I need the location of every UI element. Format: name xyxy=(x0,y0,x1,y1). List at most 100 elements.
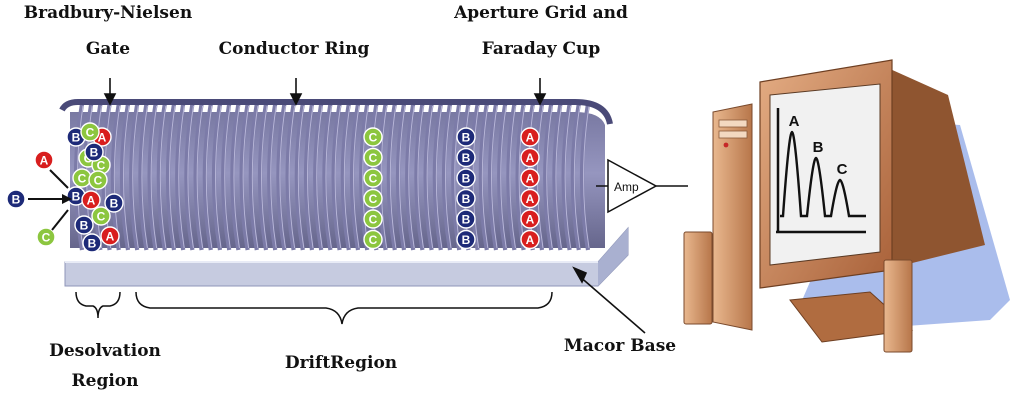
conductor-ring-highlight xyxy=(178,105,185,249)
svg-text:B: B xyxy=(80,218,89,232)
svg-text:A: A xyxy=(526,233,535,247)
spectrum-plot: ABC xyxy=(776,108,866,234)
conductor-ring-highlight xyxy=(141,105,148,249)
conductor-ring-highlight xyxy=(509,105,516,249)
svg-text:A: A xyxy=(526,192,535,206)
speaker-right xyxy=(883,259,913,353)
conductor-ring-highlight xyxy=(132,105,139,249)
conductor-ring xyxy=(561,103,572,251)
svg-text:B: B xyxy=(462,130,471,144)
svg-text:B: B xyxy=(12,192,21,206)
label-gate: Bradbury-Nielsen Gate xyxy=(8,0,208,62)
label-drift-region: DriftRegion xyxy=(284,353,398,373)
conductor-ring xyxy=(211,103,223,251)
conductor-ring xyxy=(405,103,416,251)
computer: ABC xyxy=(683,59,1010,353)
conductor-ring xyxy=(129,103,140,251)
ion-b: B xyxy=(456,188,476,209)
ion-a: A xyxy=(100,226,120,246)
svg-text:A: A xyxy=(98,130,107,144)
ion-c: C xyxy=(363,188,383,209)
label-aperture-line1: Aperture Grid and xyxy=(454,3,628,23)
speaker-left xyxy=(683,231,713,325)
conductor-ring xyxy=(239,103,250,251)
conductor-ring xyxy=(303,103,315,251)
conductor-ring xyxy=(165,103,177,251)
conductor-ring-highlight xyxy=(546,105,553,249)
svg-text:A: A xyxy=(526,171,535,185)
conductor-ring-highlight xyxy=(270,105,277,249)
svg-text:A: A xyxy=(87,193,96,207)
conductor-ring xyxy=(487,103,499,251)
conductor-ring-highlight xyxy=(334,105,342,249)
ion-b: B xyxy=(456,147,476,168)
ion-a: A xyxy=(81,190,101,210)
conductor-ring xyxy=(276,103,287,251)
ion-a: A xyxy=(34,150,54,170)
conductor-ring-highlight xyxy=(445,105,452,249)
amp-label: Amp xyxy=(614,180,639,194)
svg-text:C: C xyxy=(369,233,378,247)
conductor-ring-highlight xyxy=(288,105,296,249)
tube-top-rim xyxy=(59,99,613,125)
ion-a: A xyxy=(520,209,540,229)
conductor-ring xyxy=(230,103,241,251)
conductor-ring xyxy=(147,103,158,251)
conductor-ring-highlight xyxy=(426,105,434,249)
spectrum-trace xyxy=(780,130,866,218)
conductor-ring-highlight xyxy=(196,105,204,249)
svg-text:C: C xyxy=(369,212,378,226)
svg-text:A: A xyxy=(526,212,535,226)
spectrum-peak-label: B xyxy=(813,139,824,156)
monitor-screen xyxy=(769,83,881,266)
conductor-ring-highlight xyxy=(169,105,176,249)
conductor-ring-highlight xyxy=(242,105,250,249)
drift-tube xyxy=(59,99,613,251)
svg-text:B: B xyxy=(88,236,97,250)
conductor-ring-highlight xyxy=(297,105,305,249)
svg-text:C: C xyxy=(369,151,378,165)
svg-text:A: A xyxy=(526,130,535,144)
svg-text:A: A xyxy=(526,151,535,165)
conductor-ring xyxy=(322,103,333,251)
svg-text:A: A xyxy=(106,229,115,243)
conductor-ring-highlight xyxy=(251,105,259,249)
conductor-ring xyxy=(294,103,305,251)
conductor-ring xyxy=(423,103,434,251)
conductor-ring xyxy=(386,103,397,251)
conductor-ring xyxy=(552,103,563,251)
conductor-ring xyxy=(248,103,259,251)
conductor-ring-highlight xyxy=(187,105,194,249)
conductor-rings xyxy=(73,103,591,251)
svg-text:B: B xyxy=(462,233,471,247)
label-desolvation-line2: Region xyxy=(71,371,139,391)
conductor-ring xyxy=(432,103,443,251)
ion-b: B xyxy=(104,193,124,213)
svg-text:B: B xyxy=(90,145,99,159)
conductor-ring xyxy=(543,103,554,251)
conductor-ring-highlight xyxy=(399,105,406,249)
conductor-ring xyxy=(515,103,526,251)
ion-a: A xyxy=(520,229,540,250)
spectrum-peak-label: A xyxy=(789,113,800,130)
label-macor-base: Macor Base xyxy=(563,336,677,356)
svg-text:C: C xyxy=(369,171,378,185)
ion-a: A xyxy=(520,168,540,188)
svg-text:A: A xyxy=(40,153,49,167)
conductor-ring-highlight xyxy=(325,105,332,249)
label-conductor-ring: Conductor Ring xyxy=(218,39,370,59)
conductor-ring xyxy=(497,103,508,251)
conductor-ring-highlight xyxy=(233,105,240,249)
svg-text:B: B xyxy=(72,189,81,203)
conductor-ring xyxy=(340,103,351,251)
conductor-ring-highlight xyxy=(279,105,286,249)
svg-text:B: B xyxy=(110,196,119,210)
ion-c: C xyxy=(363,229,383,250)
drive-bay-1 xyxy=(718,119,748,128)
ion-b: B xyxy=(456,209,476,229)
ion-b: B xyxy=(456,229,476,250)
conductor-ring-highlight xyxy=(573,105,581,249)
conductor-ring-highlight xyxy=(454,105,461,249)
conductor-ring-highlight xyxy=(353,105,360,249)
